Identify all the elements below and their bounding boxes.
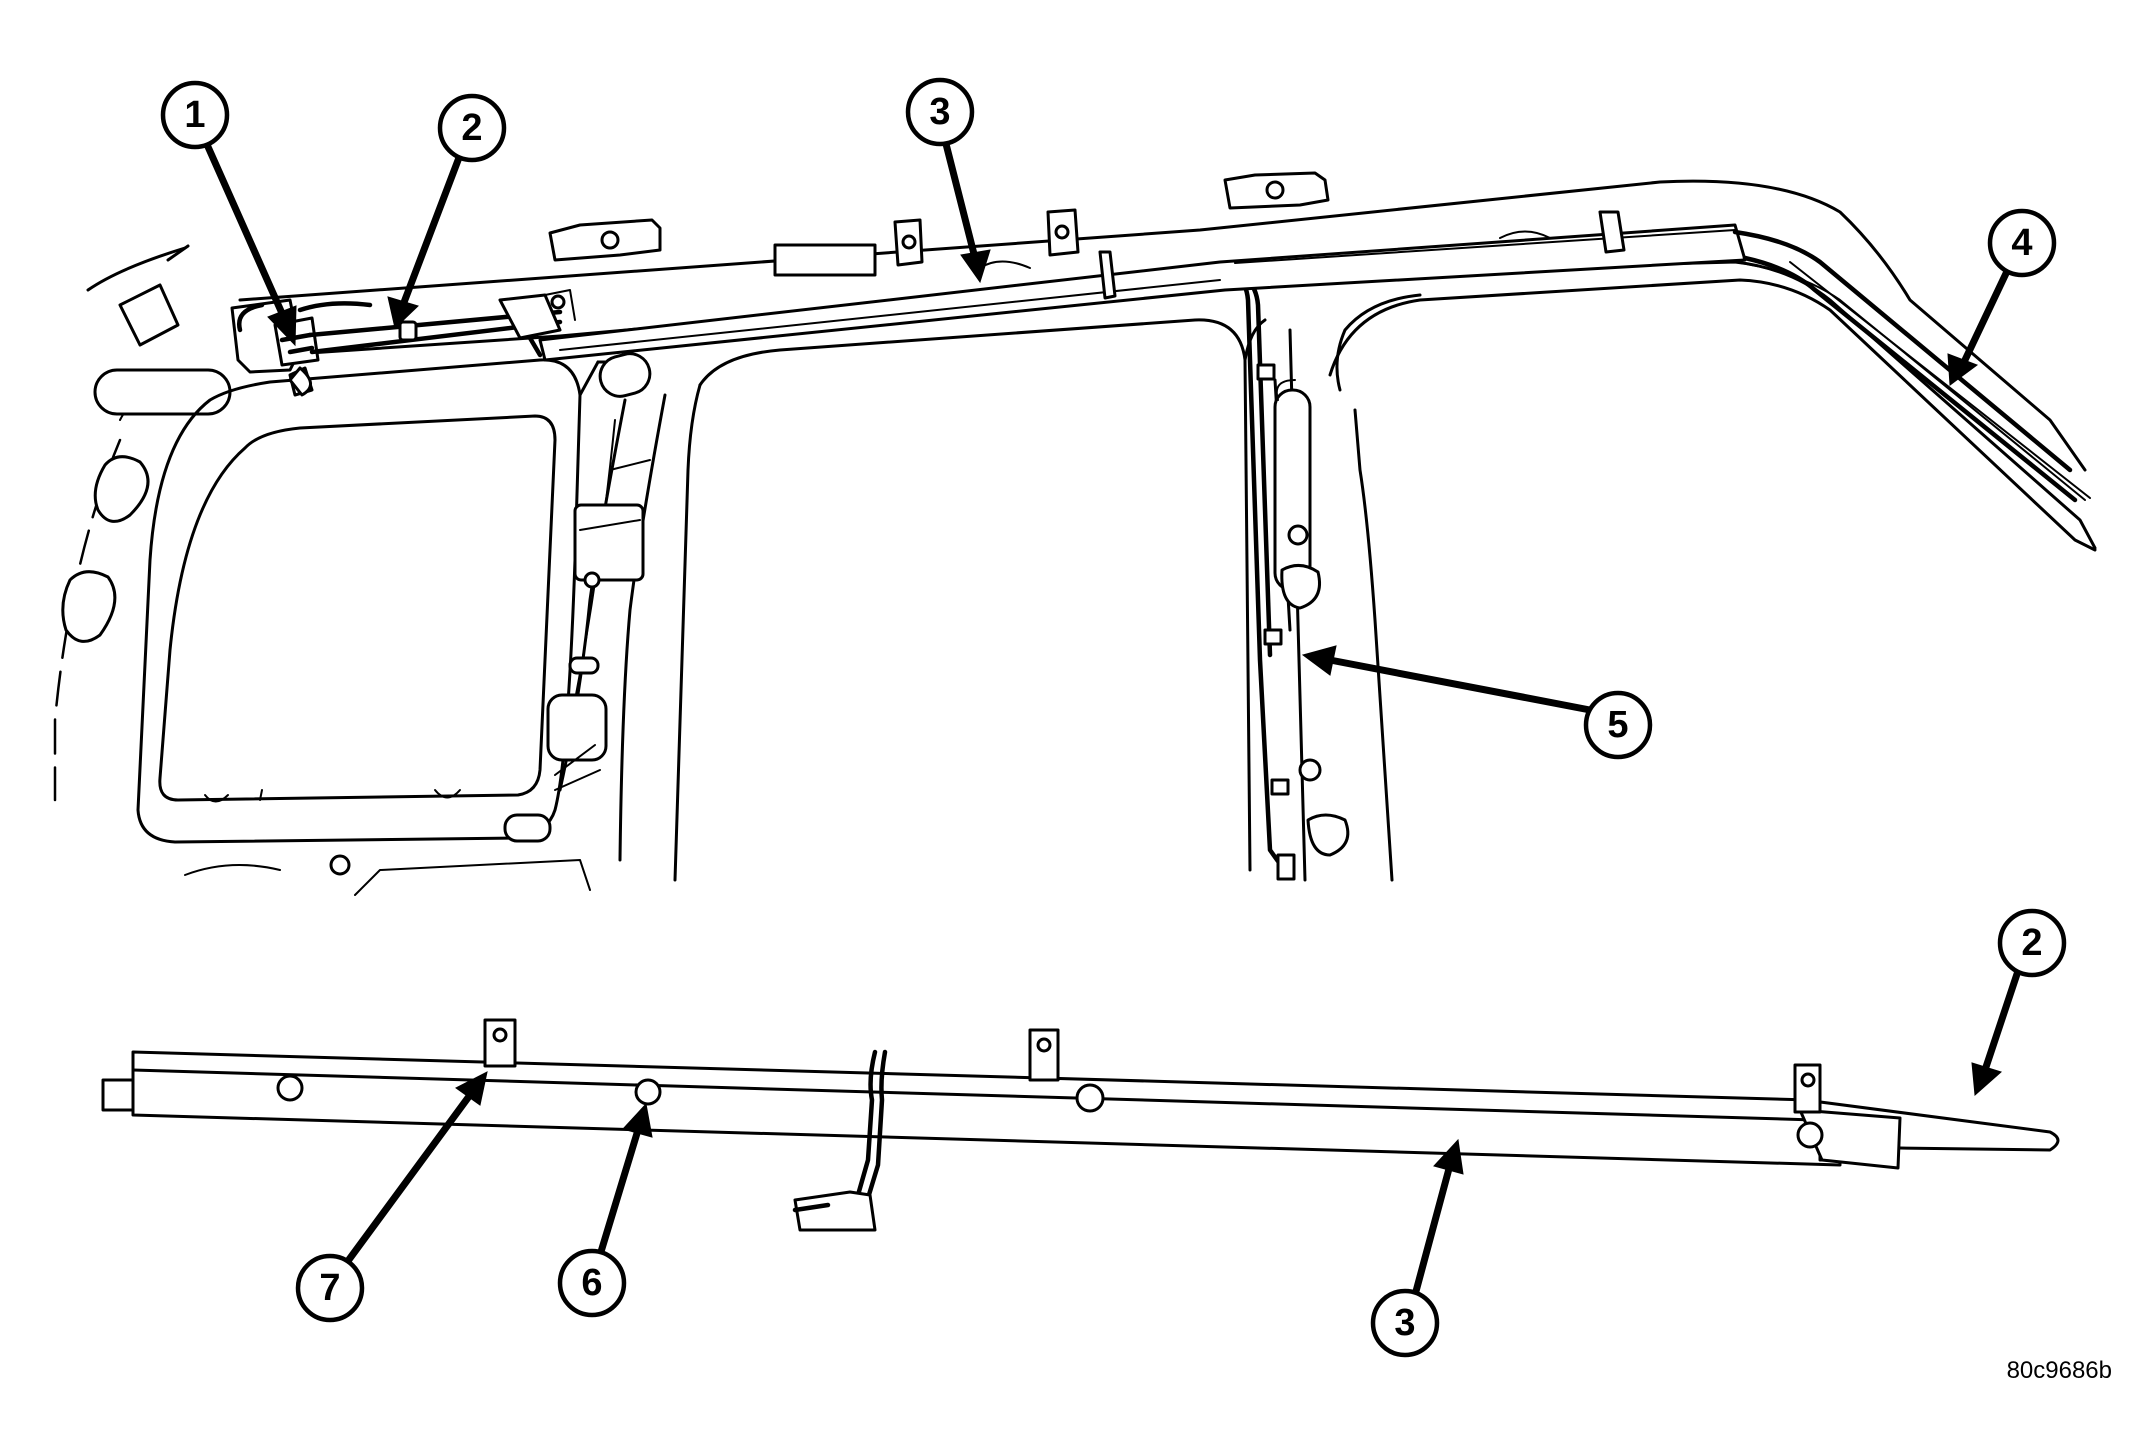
vehicle-body-side-view bbox=[53, 171, 2097, 896]
callout-label-2: 2 bbox=[461, 107, 482, 149]
callout-label-3-lower: 3 bbox=[1394, 1302, 1415, 1344]
figure-code: 80c9686b bbox=[2006, 1357, 2112, 1384]
callout-7: 7 bbox=[295, 1071, 488, 1323]
callout-label-1: 1 bbox=[184, 94, 205, 136]
callout-label-2-lower: 2 bbox=[2021, 922, 2042, 964]
callout-label-6: 6 bbox=[581, 1262, 602, 1304]
callout-label-5: 5 bbox=[1607, 704, 1628, 746]
callout-3-lower: 3 bbox=[1370, 1138, 1464, 1358]
callout-2-upper: 2 bbox=[387, 93, 507, 329]
callout-5: 5 bbox=[1301, 645, 1653, 760]
callout-label-4: 4 bbox=[2011, 222, 2032, 264]
callout-6: 6 bbox=[557, 1102, 653, 1318]
callout-label-3: 3 bbox=[929, 91, 950, 133]
callout-3-upper: 3 bbox=[905, 77, 991, 284]
curtain-airbag-removed-view bbox=[101, 1018, 2060, 1232]
callout-4: 4 bbox=[1947, 208, 2057, 386]
callout-label-7: 7 bbox=[319, 1267, 340, 1309]
callout-1: 1 bbox=[160, 80, 297, 347]
callout-2-lower: 2 bbox=[1971, 908, 2067, 1097]
